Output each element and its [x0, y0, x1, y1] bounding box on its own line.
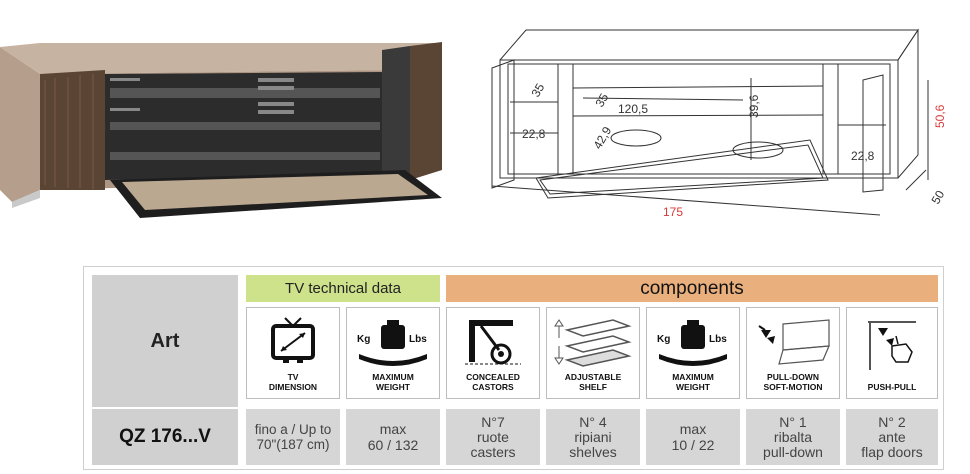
technical-drawing: 120,5 39,6 35 35 22,8 22,8 42,9 50 175 5…	[488, 20, 953, 225]
art-label: Art	[92, 275, 238, 407]
max-weight-caption: MAXIMUM WEIGHT	[372, 372, 414, 392]
spec-table: Art QZ 176...V TV technical data compone…	[83, 266, 944, 470]
dim-side-left: 22,8	[522, 127, 546, 141]
concealed-castors-caption: CONCEALED CASTORS	[466, 372, 520, 392]
concealed-castors-icon	[465, 320, 521, 365]
concealed-castors-box: CONCEALED CASTORS	[446, 307, 540, 399]
dim-shelf-mid: 35	[592, 91, 611, 110]
push-pull-caption: PUSH-PULL	[867, 382, 917, 392]
push-pull-box: PUSH-PULL	[846, 307, 938, 399]
tv-dimension-caption: TV DIMENSION	[268, 372, 318, 392]
max-weight-icon: Kg Lbs	[357, 320, 427, 366]
dim-width: 175	[663, 205, 683, 219]
svg-text:Kg: Kg	[657, 334, 670, 345]
product-photo	[0, 30, 450, 225]
tv-dimension-icon	[271, 317, 315, 363]
svg-text:Lbs: Lbs	[409, 334, 427, 345]
adjustable-shelf-icon	[554, 319, 632, 367]
dim-height: 50,6	[933, 104, 947, 128]
tv-dimension-box: TV DIMENSION	[246, 307, 340, 399]
pull-down-box: PULL-DOWN SOFT-MOTION	[746, 307, 840, 399]
adjustable-shelf-box: ADJUSTABLE SHELF	[546, 307, 640, 399]
pull-down-icon	[758, 319, 830, 365]
tv-technical-header: TV technical data	[246, 275, 440, 302]
max-weight-box-shelf: Kg Lbs MAXIMUM WEIGHT	[646, 307, 740, 399]
push-pull-icon	[868, 321, 916, 370]
dim-side-right: 22,8	[851, 149, 875, 163]
dim-shelf-left: 35	[528, 81, 547, 100]
max-weight-caption-2: MAXIMUM WEIGHT	[672, 372, 714, 392]
components-header: components	[446, 275, 938, 302]
pull-down-caption: PULL-DOWN SOFT-MOTION	[763, 372, 823, 392]
svg-text:Kg: Kg	[357, 334, 370, 345]
svg-text:Lbs: Lbs	[709, 334, 727, 345]
dim-depth: 50	[928, 188, 947, 207]
max-weight-icon: Kg Lbs	[657, 320, 727, 366]
dim-inner-width: 120,5	[618, 102, 648, 116]
dim-inner-height: 39,6	[747, 94, 761, 118]
adjustable-shelf-caption: ADJUSTABLE SHELF	[564, 372, 622, 392]
max-weight-box-tv: Kg Lbs MAXIMUM WEIGHT	[346, 307, 440, 399]
product-code: QZ 176...V	[92, 409, 238, 465]
